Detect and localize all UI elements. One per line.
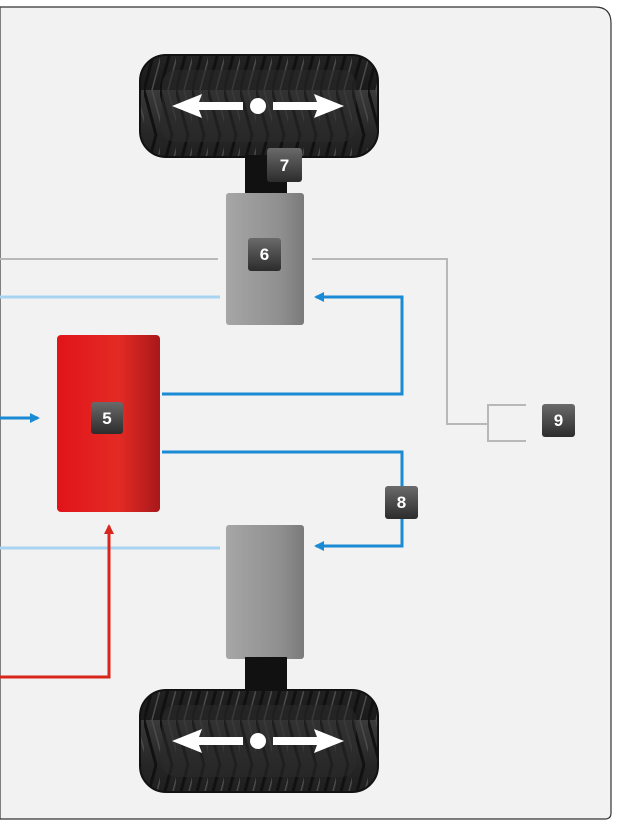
sensor-input-line xyxy=(0,524,114,679)
double-arrow-with-center-dot-icon xyxy=(172,94,344,118)
badge-9: 9 xyxy=(542,404,575,437)
double-arrow-with-center-dot-icon xyxy=(172,729,344,753)
top-wheel xyxy=(139,54,379,158)
bottom-axle-shaft xyxy=(245,657,287,695)
bottom-wheel xyxy=(139,689,379,793)
badge-8: 8 xyxy=(385,486,418,519)
badge-5: 5 xyxy=(91,402,123,434)
signal-lines xyxy=(0,258,526,442)
badge-7: 7 xyxy=(267,148,302,182)
diagram-panel xyxy=(0,6,612,820)
svg-text:6: 6 xyxy=(260,245,269,264)
svg-text:9: 9 xyxy=(554,411,563,430)
badge-6: 6 xyxy=(248,238,281,271)
bottom-actuator xyxy=(226,525,304,659)
svg-text:5: 5 xyxy=(102,409,111,428)
svg-text:7: 7 xyxy=(280,156,289,175)
svg-text:8: 8 xyxy=(397,493,406,512)
